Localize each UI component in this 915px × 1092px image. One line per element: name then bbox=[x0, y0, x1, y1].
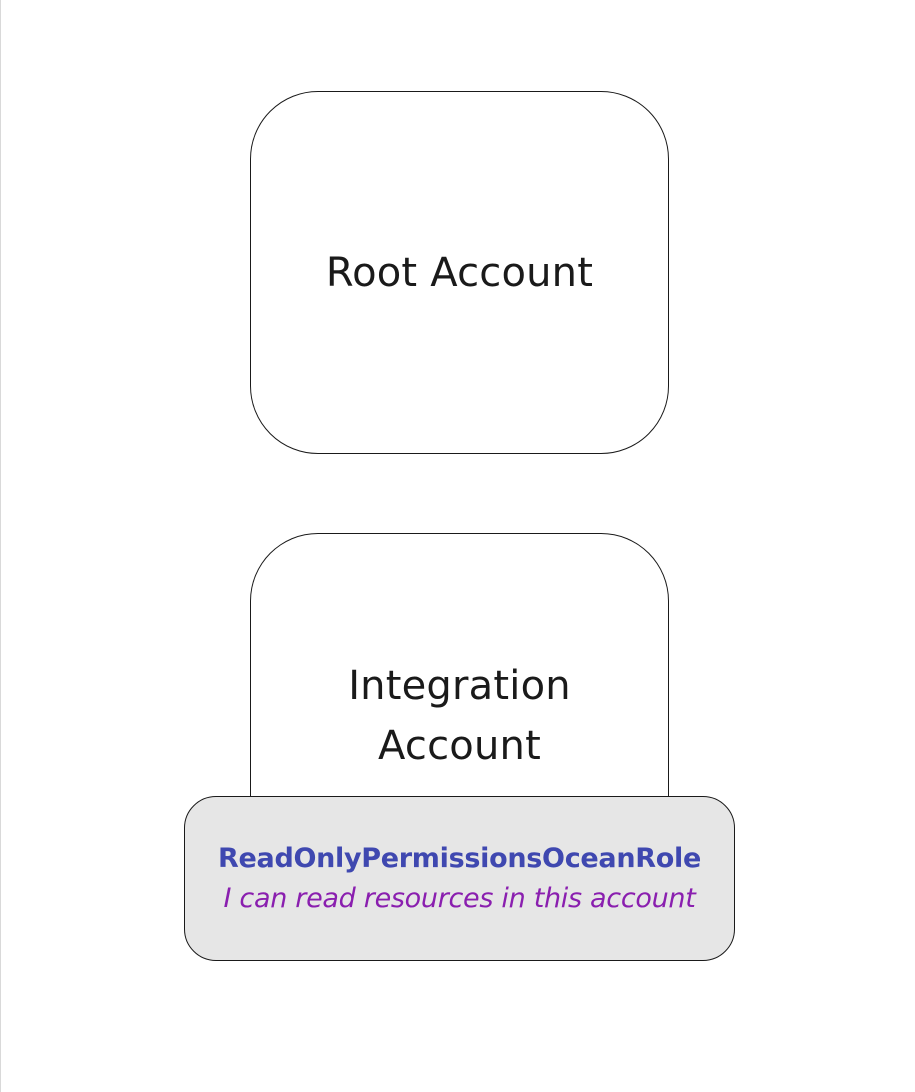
role-description: I can read resources in this account bbox=[223, 882, 696, 914]
integration-account-label: Integration Account bbox=[348, 656, 571, 776]
canvas-left-border bbox=[0, 0, 1, 1092]
root-account-box[interactable]: Root Account bbox=[250, 91, 669, 454]
role-name: ReadOnlyPermissionsOceanRole bbox=[218, 842, 701, 874]
integration-account-label-line1: Integration bbox=[348, 663, 571, 709]
integration-account-label-line2: Account bbox=[378, 723, 541, 769]
root-account-label: Root Account bbox=[325, 249, 594, 296]
role-box[interactable]: ReadOnlyPermissionsOceanRole I can read … bbox=[184, 796, 735, 961]
